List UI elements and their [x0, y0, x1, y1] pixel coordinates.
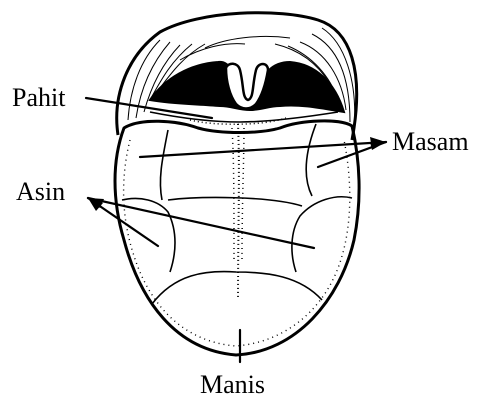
label-asin: Asin — [16, 177, 65, 206]
label-pahit: Pahit — [12, 83, 66, 112]
label-masam: Masam — [392, 127, 469, 156]
leader-asin-right — [88, 198, 314, 248]
arrowhead-asin — [88, 198, 104, 211]
tongue-body — [115, 112, 359, 355]
leader-lines — [86, 98, 386, 362]
arrowheads — [88, 137, 386, 211]
label-manis: Manis — [200, 370, 265, 399]
